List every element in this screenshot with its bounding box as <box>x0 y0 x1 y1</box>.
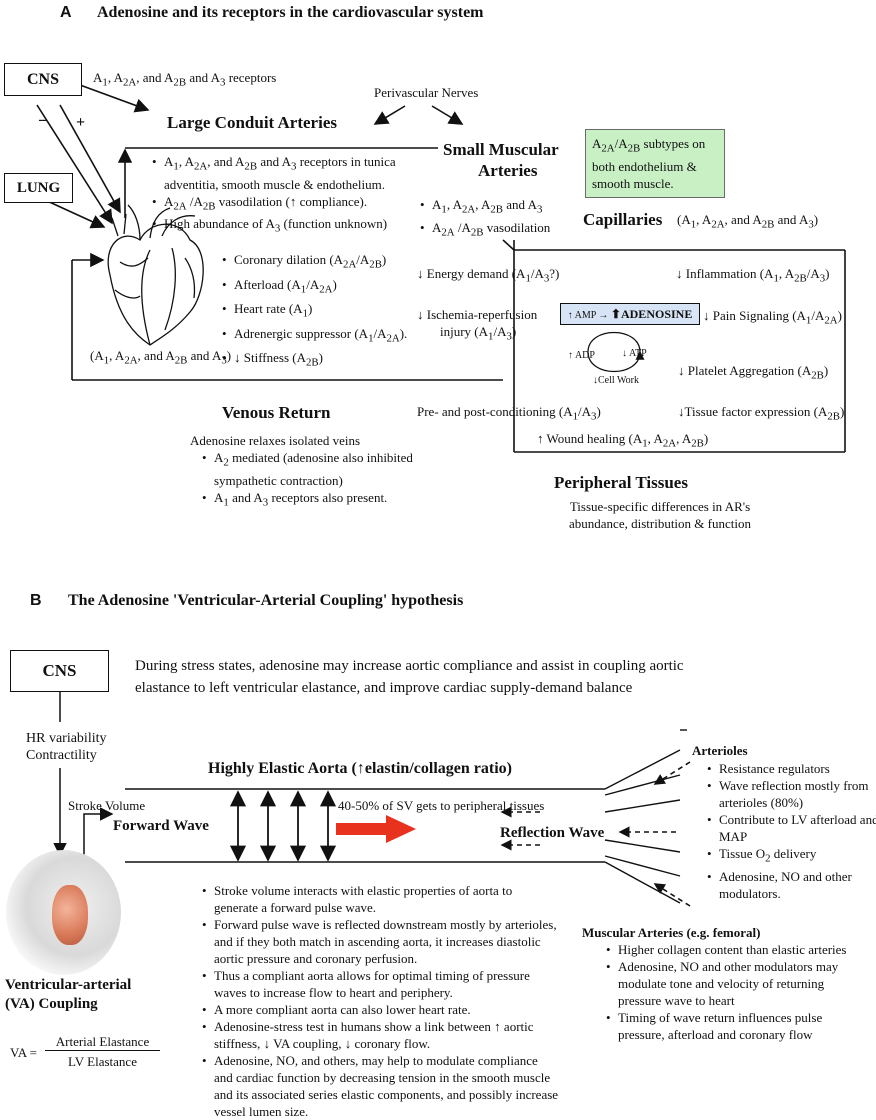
venous-return-title: Venous Return <box>222 403 331 422</box>
green-note-box: A2A/A2B subtypes on both endothelium & s… <box>585 129 725 198</box>
cns-box-b: CNS <box>10 650 109 692</box>
lung-to-heart-arrow <box>44 199 106 229</box>
va-numerator: Arterial Elastance <box>45 1033 160 1051</box>
contractility: Contractility <box>26 748 97 763</box>
lung-box: LUNG <box>4 173 73 203</box>
ischemia-line-2: injury (A1/A3) <box>440 324 517 343</box>
pain-signaling: ↓ Pain Signaling (A1/A2A) <box>703 308 842 327</box>
muscular-item: Timing of wave return influences pulse p… <box>606 1009 858 1043</box>
arterioles-list: Resistance regulators Wave reflection mo… <box>705 760 876 902</box>
small-artery-item: A2A /A2B vasodilation <box>420 219 612 242</box>
muscular-item: Higher collagen content than elastic art… <box>606 941 858 958</box>
large-artery-item: A1, A2A, and A2B and A3 receptors in tun… <box>152 153 434 193</box>
venous-intro: Adenosine relaxes isolated veins <box>190 433 361 448</box>
heart-effect-item: ↓ Stiffness (A2B) <box>222 348 454 373</box>
peripheral-tissues-title: Peripheral Tissues <box>554 473 688 492</box>
muscular-item: Adenosine, NO and other modulators may m… <box>606 958 858 1009</box>
va-title-2: (VA) Coupling <box>5 996 98 1012</box>
dashed-reflection-arrows <box>500 761 691 907</box>
red-forward-arrow <box>336 815 416 843</box>
platelet-aggregation: ↓ Platelet Aggregation (A2B) <box>678 363 829 382</box>
explanation-item: A more compliant aorta can also lower he… <box>202 1001 559 1018</box>
arteriole-item: Wave reflection mostly from arterioles (… <box>707 777 876 811</box>
cns-b-lines <box>53 692 114 860</box>
peripheral-desc-2: abundance, distribution & function <box>569 516 751 531</box>
arteriole-item: Contribute to LV afterload and MAP <box>707 811 876 845</box>
heart-effect-item: Heart rate (A1) <box>222 299 454 324</box>
atp-cycle <box>587 332 645 372</box>
heart-effect-item: Adrenergic suppressor (A1/A2A). <box>222 324 454 349</box>
aorta-title: Highly Elastic Aorta (↑elastin/collagen … <box>208 760 512 777</box>
minus-sign: − <box>38 111 48 130</box>
va-title-1: Ventricular-arterial <box>5 977 132 993</box>
va-equation-label: VA = <box>10 1045 37 1060</box>
heart-receptors: (A1, A2A, and A2B and A3) <box>90 348 232 367</box>
perivascular-arrows <box>373 105 464 125</box>
venous-item: A2 mediated (adenosine also inhibited sy… <box>202 449 424 489</box>
atp-label: ↓ ATP <box>622 348 647 359</box>
aorta-walls <box>125 729 687 904</box>
muscular-arteries-list: Higher collagen content than elastic art… <box>604 941 858 1043</box>
small-artery-item: A1, A2A, A2B and A3 <box>420 196 612 219</box>
preconditioning: Pre- and post-conditioning (A1/A3) <box>417 404 601 423</box>
arteriole-item: Tissue O2 delivery <box>707 845 876 868</box>
cns-receptors: A1, A2A, and A2B and A3 receptors <box>93 70 277 89</box>
arteriole-item: Resistance regulators <box>707 760 876 777</box>
forward-wave: Forward Wave <box>113 818 209 834</box>
plus-sign: + <box>76 114 86 131</box>
ischemia-line-1: ↓ Ischemia-reperfusion <box>417 307 538 322</box>
wound-healing: ↑ Wound healing (A1, A2A, A2B) <box>537 431 709 450</box>
vertical-double-arrows <box>229 790 337 862</box>
perivascular-nerves: Perivascular Nerves <box>374 85 479 100</box>
amp-adenosine-box: ↑ AMP → ⬆ADENOSINE <box>560 303 700 325</box>
small-arteries-list: A1, A2A, A2B and A3 A2A /A2B vasodilatio… <box>418 196 612 241</box>
venous-list: A2 mediated (adenosine also inhibited sy… <box>200 449 424 511</box>
panel-a-title: Adenosine and its receptors in the cardi… <box>97 4 484 21</box>
cns-to-heart-arrows <box>36 84 150 225</box>
explanation-item: Adenosine-stress test in humans show a l… <box>202 1018 559 1052</box>
stroke-volume: Stroke Volume <box>68 798 146 813</box>
circulation-loop <box>71 147 846 453</box>
cell-work-label: ↓Cell Work <box>593 375 639 386</box>
stress-text-1: During stress states, adenosine may incr… <box>135 658 684 674</box>
explanation-item: Adenosine, NO, and others, may help to m… <box>202 1052 559 1120</box>
panel-b-title: The Adenosine 'Ventricular-Arterial Coup… <box>68 592 464 609</box>
sv-percent: 40-50% of SV gets to peripheral tissues <box>338 798 545 813</box>
large-artery-item: A2A /A2B vasodilation (↑ compliance). <box>152 193 434 216</box>
large-arteries-list: A1, A2A, and A2B and A3 receptors in tun… <box>150 153 434 238</box>
stress-text-2: elastance to left ventricular elastance,… <box>135 680 633 696</box>
capillaries-title: Capillaries <box>583 210 663 229</box>
reflection-wave: Reflection Wave <box>500 825 605 841</box>
capillaries-receptors: (A1, A2A, and A2B and A3) <box>677 212 819 231</box>
arterioles-title: Arterioles <box>692 743 748 758</box>
panel-a-letter: A <box>60 4 72 21</box>
peripheral-desc-1: Tissue-specific differences in AR's <box>569 499 751 514</box>
cns-box: CNS <box>4 63 82 96</box>
hr-variability: HR variability <box>26 731 107 746</box>
small-arteries-title: Small Muscular <box>443 140 559 159</box>
inflammation: ↓ Inflammation (A1, A2B/A3) <box>676 266 830 285</box>
heart-effects-list: Coronary dilation (A2A/A2B) Afterload (A… <box>220 250 454 373</box>
explanation-item: Stroke volume interacts with elastic pro… <box>202 882 559 916</box>
adp-label: ↑ ADP <box>568 350 595 361</box>
venous-item: A1 and A3 receptors also present. <box>202 489 424 512</box>
panel-b-letter: B <box>30 592 42 609</box>
heart-effect-item: Coronary dilation (A2A/A2B) <box>222 250 454 275</box>
muscular-arteries-title: Muscular Arteries (e.g. femoral) <box>582 925 761 940</box>
isolated-heart-organ <box>52 885 88 945</box>
energy-demand: ↓ Energy demand (A1/A3?) <box>417 266 560 285</box>
va-denominator: LV Elastance <box>68 1054 137 1069</box>
large-artery-item: High abundance of A3 (function unknown) <box>152 215 434 238</box>
center-explanation-list: Stroke volume interacts with elastic pro… <box>200 882 559 1120</box>
tissue-factor: ↓Tissue factor expression (A2B) <box>678 404 845 423</box>
small-arteries-title-2: Arteries <box>478 161 538 180</box>
explanation-item: Thus a compliant aorta allows for optima… <box>202 967 559 1001</box>
explanation-item: Forward pulse wave is reflected downstre… <box>202 916 559 967</box>
heart-effect-item: Afterload (A1/A2A) <box>222 275 454 300</box>
large-arteries-title: Large Conduit Arteries <box>167 113 337 132</box>
arteriole-item: Adenosine, NO and other modulators. <box>707 868 876 902</box>
